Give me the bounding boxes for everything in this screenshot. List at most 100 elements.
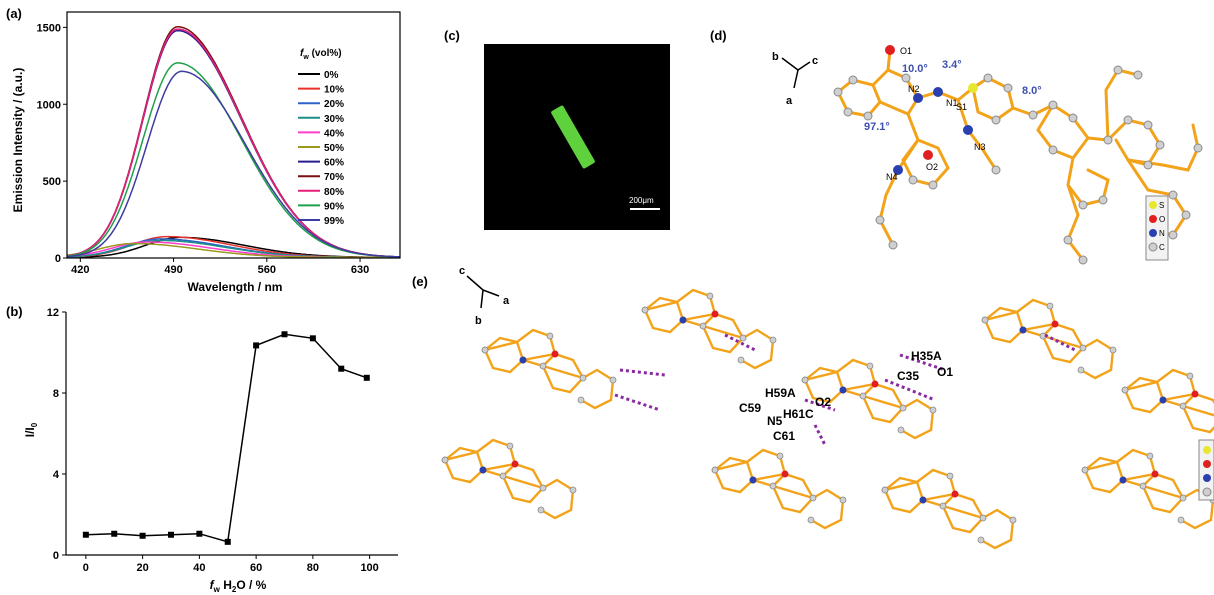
carbon-atom (569, 486, 577, 494)
carbon-atom (839, 496, 847, 504)
carbon-atom (539, 362, 547, 370)
y-tick-label: 4 (53, 469, 60, 481)
atom-label-O1: O1 (937, 365, 953, 379)
molecule-backbone (983, 298, 1115, 380)
atom-label-N3: N3 (974, 142, 986, 152)
carbon-atom (481, 346, 489, 354)
atom-label-N1: N1 (946, 98, 958, 108)
series-line-80% (66, 28, 400, 258)
oxygen-atom (951, 490, 959, 498)
legend-title: fw (vol%) (300, 48, 342, 61)
nitrogen-atom (1159, 396, 1167, 404)
molecule-backbone (643, 288, 775, 370)
x-tick-label: 60 (250, 562, 262, 574)
panel-label-e: (e) (412, 274, 428, 289)
nitrogen-atom (519, 356, 527, 364)
atom-label-N5: N5 (767, 414, 783, 428)
carbon-atom (579, 374, 587, 382)
data-point (309, 335, 316, 342)
series-line (85, 333, 368, 543)
legend-S: S (1159, 201, 1164, 210)
panel-label-c: (c) (444, 28, 460, 43)
oxygen-atom (871, 380, 879, 388)
legend-entry: 50% (324, 143, 344, 154)
carbon-atom (1077, 366, 1085, 374)
carbon-atom (441, 456, 449, 464)
oxygen-atom (1051, 320, 1059, 328)
carbon-atom (706, 292, 714, 300)
carbon-atom (506, 442, 514, 450)
x-tick-label: 80 (307, 562, 319, 574)
legend-entry: 80% (324, 187, 344, 198)
carbon-atom (1179, 494, 1187, 502)
molecule-backbone (483, 328, 615, 410)
legend-O: O (1159, 215, 1165, 224)
legend-N: N (1159, 229, 1165, 238)
x-tick-label: 40 (193, 562, 205, 574)
carbon-atom (737, 356, 745, 364)
carbon-atom (577, 396, 585, 404)
oxygen-atom (1191, 390, 1199, 398)
carbon-atom (866, 362, 874, 370)
x-tick-label: 0 (83, 562, 89, 574)
angle-label-1: 10.0° (902, 63, 928, 75)
nitrogen-atom (919, 496, 927, 504)
carbon-atom (897, 426, 905, 434)
legend-entry: 20% (324, 99, 344, 110)
atom-label-O1: O1 (900, 46, 912, 56)
legend-entry: 40% (324, 128, 344, 139)
axis-a-label: a (503, 295, 510, 307)
carbon-atom (546, 332, 554, 340)
axis-c-label: c (459, 265, 465, 277)
carbon-atom (807, 516, 815, 524)
legend-entry: 99% (324, 216, 344, 227)
y-axis-label: Emission Intensity / (a.u.) (11, 68, 25, 213)
carbon-atom (1109, 346, 1117, 354)
carbon-atom (1009, 516, 1017, 524)
molecule-backbone (1123, 368, 1214, 434)
carbon-atom (1186, 372, 1194, 380)
nitrogen-atom (839, 386, 847, 394)
molecule-backbone (443, 438, 575, 520)
crystal-packing-e: c a b H35A C35 O1 H59A O2 C59 H61C N5 C6… (441, 265, 1214, 550)
carbon-atom (699, 322, 707, 330)
series-line-99% (66, 70, 400, 258)
angle-label-2: 3.4° (942, 59, 962, 71)
carbon-atom (769, 336, 777, 344)
series-line-90% (66, 62, 400, 258)
carbon-atom (711, 466, 719, 474)
carbon-atom (776, 452, 784, 460)
x-tick-label: 560 (258, 264, 276, 276)
atom-label-H59A: H59A (765, 386, 796, 400)
x-tick-label: 490 (164, 264, 182, 276)
series-line-70% (66, 26, 400, 258)
carbon-atom (499, 472, 507, 480)
molecule-backbone (883, 468, 1015, 550)
data-point (139, 532, 146, 539)
nitrogen-atom (1119, 476, 1127, 484)
data-point (224, 538, 231, 545)
carbon-atom (809, 494, 817, 502)
y-tick-label: 8 (53, 388, 59, 400)
y-tick-label: 500 (43, 176, 61, 188)
carbon-atom (1046, 302, 1054, 310)
y-axis-label: I/I0 (23, 422, 39, 437)
atom-label-O2: O2 (926, 162, 938, 172)
data-point (363, 374, 370, 381)
atom-label-S1: S1 (956, 102, 967, 112)
carbon-atom (1121, 386, 1129, 394)
y-tick-label: 1500 (37, 22, 61, 34)
nitrogen-atom (1019, 326, 1027, 334)
oxygen-atom (711, 310, 719, 318)
oxygen-atom (781, 470, 789, 478)
atom-label-H35A: H35A (911, 349, 942, 363)
carbon-atom (1179, 402, 1187, 410)
carbon-atom (609, 376, 617, 384)
molecule-backbone (713, 448, 845, 530)
data-point (196, 530, 203, 537)
y-tick-label: 1000 (37, 99, 61, 111)
carbon-atom (537, 506, 545, 514)
carbon-atom (981, 316, 989, 324)
nitrogen-atom (679, 316, 687, 324)
carbon-atom (769, 482, 777, 490)
